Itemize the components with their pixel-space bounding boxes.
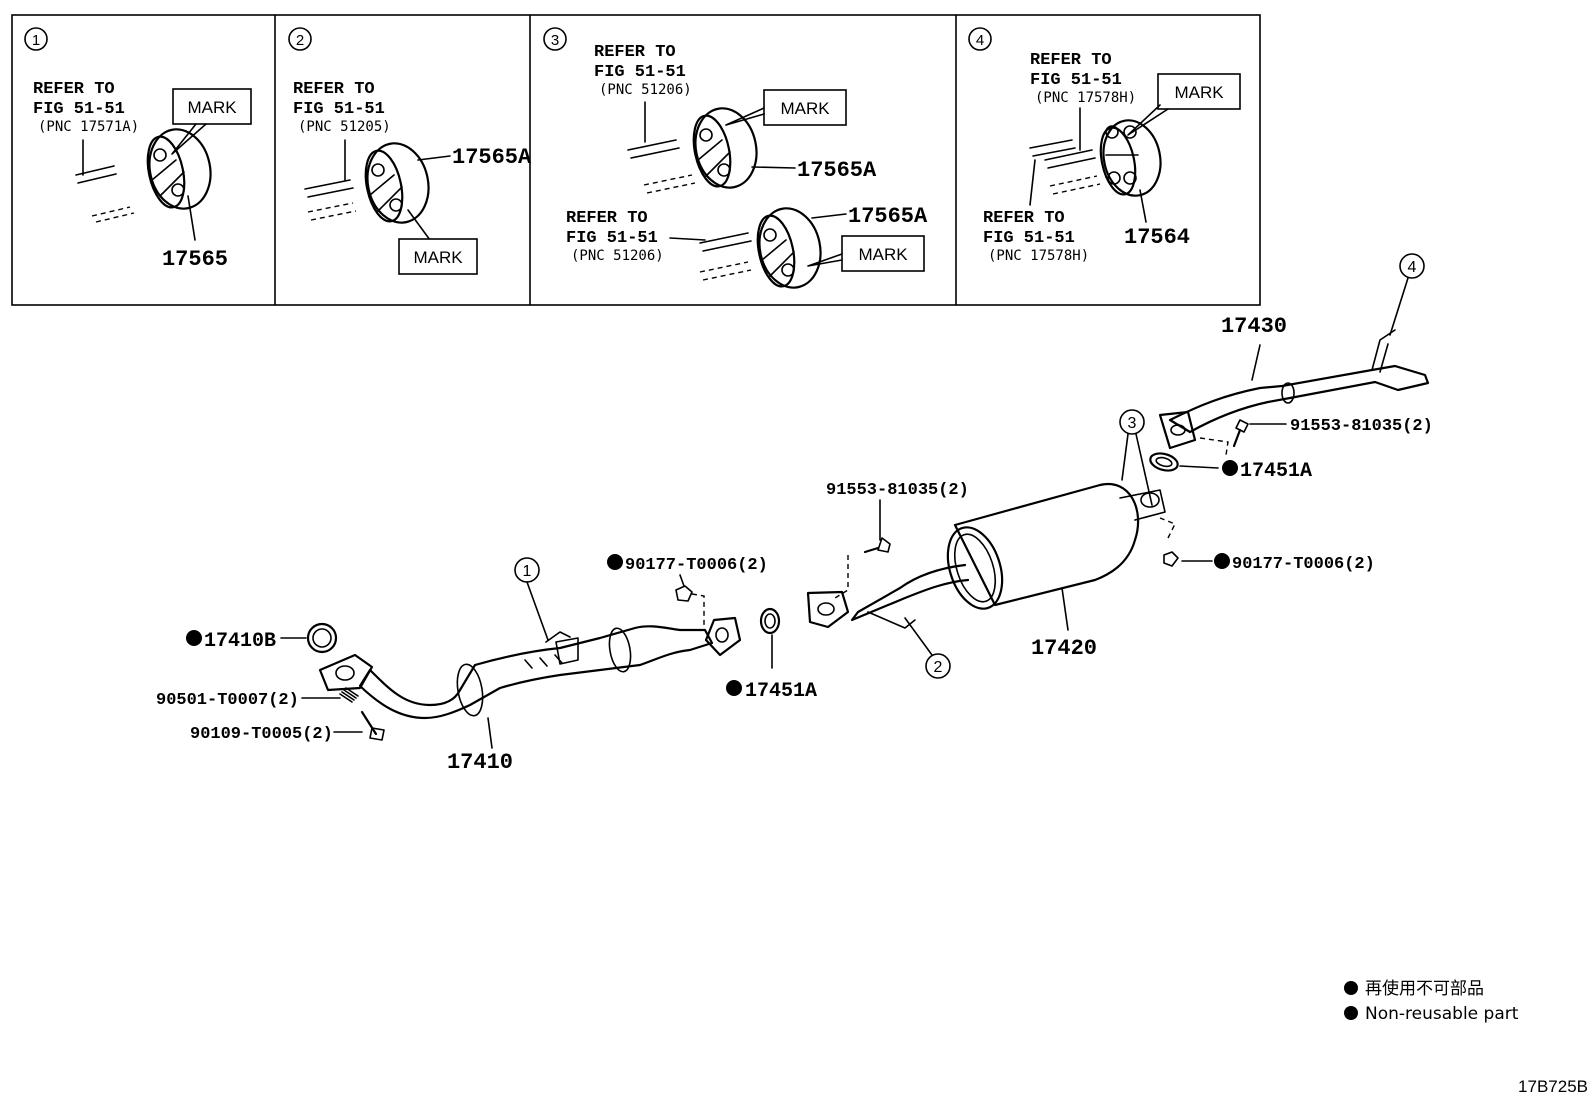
- refer-to-line-2: FIG 51-51: [566, 229, 658, 248]
- gasket-mid: [759, 607, 781, 669]
- part-number-17565A-upper: 17565A: [797, 158, 877, 183]
- part-number-17564: 17564: [1124, 225, 1190, 250]
- part-number-nut-right: 90177-T0006(2): [1232, 555, 1375, 574]
- refer-to-line-1: REFER TO: [33, 80, 115, 99]
- bolt-mid: [834, 499, 891, 599]
- gasket-right: [1149, 452, 1219, 472]
- mark-label: MARK: [187, 98, 237, 117]
- pnc-reference: (PNC 17578H): [988, 248, 1089, 264]
- gasket-front: [280, 622, 338, 654]
- panel-1: 1 REFER TO FIG 51-51 (PNC 17571A) MARK 1…: [24, 27, 252, 272]
- callout-3-badge: [1119, 409, 1145, 435]
- non-reusable-dot: [726, 680, 742, 696]
- nut-right: [1159, 517, 1213, 567]
- panel-number-badge: [24, 27, 48, 51]
- part-number-17420: 17420: [1031, 636, 1097, 661]
- mark-box: [398, 238, 478, 275]
- refer-to-line-2: FIG 51-51: [33, 100, 125, 119]
- refer-to-line-2: FIG 51-51: [594, 63, 686, 82]
- rubber-hanger-upper: [692, 107, 758, 189]
- callout-2: 2: [934, 659, 943, 676]
- muffler: [850, 482, 1166, 631]
- part-number-gasket-mid: 17451A: [745, 680, 817, 703]
- part-number-gasket-right: 17451A: [1240, 460, 1312, 483]
- mark-box: [763, 89, 847, 126]
- panel-4: 4 REFER TO FIG 51-51 (PNC 17578H) MARK R…: [968, 27, 1241, 264]
- refer-to-line-1: REFER TO: [1030, 51, 1112, 70]
- panel-3: 3 REFER TO FIG 51-51 (PNC 51206) MARK 17…: [543, 27, 928, 289]
- part-number-17565A: 17565A: [452, 145, 532, 170]
- non-reusable-dot: [186, 630, 202, 646]
- part-number-nut-mid: 90177-T0006(2): [625, 556, 768, 575]
- panel-frame: [11, 14, 1261, 306]
- legend-japanese: 再使用不可部品: [1365, 978, 1484, 999]
- part-number-bolt-front: 90109-T0005(2): [190, 725, 333, 744]
- part-number-17565A-lower: 17565A: [848, 204, 928, 229]
- nut-mid: [675, 574, 705, 625]
- callout-3: 3: [1128, 415, 1137, 432]
- bolt-top: [1199, 419, 1287, 456]
- rubber-hanger-lower: [756, 207, 822, 289]
- bolt-front: [333, 710, 385, 741]
- part-number-bolt-top: 91553-81035(2): [1290, 417, 1433, 436]
- mark-label: MARK: [858, 245, 908, 264]
- legend-english: Non-reusable part: [1365, 1004, 1519, 1024]
- panel-number: 4: [976, 32, 984, 49]
- mark-box: [841, 235, 925, 272]
- front-pipe-converter: [318, 616, 742, 749]
- panel-number: 2: [296, 32, 304, 49]
- panel-number: 3: [551, 32, 559, 49]
- callout-2-badge: [925, 653, 951, 679]
- callout-1: 1: [523, 563, 532, 580]
- pnc-reference: (PNC 51205): [298, 119, 391, 135]
- mark-label: MARK: [1174, 83, 1224, 102]
- part-number-bolt-mid: 91553-81035(2): [826, 481, 969, 500]
- spring: [301, 687, 359, 703]
- mid-pipe-flange: [806, 590, 850, 629]
- part-number-spring: 90501-T0007(2): [156, 691, 299, 710]
- part-number-17410: 17410: [447, 750, 513, 775]
- callout-4: 4: [1408, 259, 1417, 276]
- figure-code: 17B725B: [1518, 1077, 1588, 1096]
- refer-to-line-2: FIG 51-51: [983, 229, 1075, 248]
- rubber-hanger: [146, 128, 212, 210]
- panel-2: 2 REFER TO FIG 51-51 (PNC 51205) 17565A …: [288, 27, 532, 275]
- non-reusable-dot: [1222, 460, 1238, 476]
- refer-to-line-1: REFER TO: [594, 43, 676, 62]
- mark-label: MARK: [780, 99, 830, 118]
- pnc-reference: (PNC 51206): [599, 82, 692, 98]
- part-number-17430: 17430: [1221, 314, 1287, 339]
- mark-box: [172, 88, 252, 125]
- refer-to-line-2: FIG 51-51: [293, 100, 385, 119]
- tail-pipe: [1158, 329, 1430, 450]
- rubber-hanger: [364, 142, 430, 224]
- callout-4-badge: [1399, 253, 1425, 279]
- refer-to-line-1: REFER TO: [293, 80, 375, 99]
- part-number-gasket-front: 17410B: [204, 630, 276, 653]
- mark-box: [1157, 73, 1241, 110]
- refer-to-line-1: REFER TO: [566, 209, 648, 228]
- rubber-hanger: [1099, 119, 1162, 197]
- non-reusable-dot: [1214, 553, 1230, 569]
- legend-dot: [1344, 981, 1358, 995]
- non-reusable-dot: [607, 554, 623, 570]
- legend-dot: [1344, 1006, 1358, 1020]
- refer-to-line-1: REFER TO: [983, 209, 1065, 228]
- legend: 再使用不可部品 Non-reusable part: [1344, 978, 1519, 1024]
- mark-label: MARK: [413, 248, 463, 267]
- pnc-reference: (PNC 51206): [571, 248, 664, 264]
- refer-to-line-2: FIG 51-51: [1030, 71, 1122, 90]
- pipe-stub: [75, 165, 117, 184]
- part-number-17565: 17565: [162, 247, 228, 272]
- pnc-reference: (PNC 17571A): [38, 119, 139, 135]
- pnc-reference: (PNC 17578H): [1035, 90, 1136, 106]
- panel-number: 1: [32, 32, 40, 49]
